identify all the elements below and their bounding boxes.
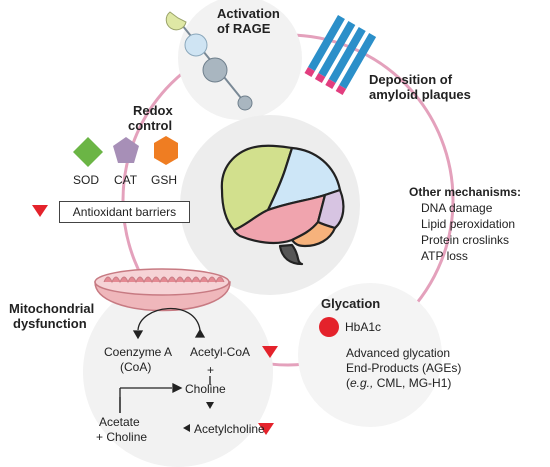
other-item-protein: Protein croslinks (421, 233, 510, 247)
acetate-line1: Acetate (99, 415, 140, 429)
choline-down-arrow (206, 402, 214, 409)
amyloid-plaques-icon (304, 15, 377, 96)
mito-reaction-arrows (119, 307, 211, 413)
coenzyme-a-line2: (CoA) (120, 360, 152, 374)
redox-title-line1: Redox (133, 103, 173, 118)
gsh-hexagon-icon (154, 136, 178, 165)
amyloid-title-line2: amyloid plaques (369, 87, 471, 102)
brain-icon (220, 144, 345, 266)
ages-line3-open: ( (346, 376, 350, 390)
mito-title-line2: dysfunction (13, 316, 87, 331)
hba1c-marker-icon (319, 317, 339, 337)
redox-label-sod: SOD (73, 173, 100, 187)
rage-title-line1: Activation (217, 6, 280, 21)
mito-halo (83, 277, 273, 467)
redox-label-gsh: GSH (151, 173, 178, 187)
cat-pentagon-icon (113, 137, 139, 163)
ages-line2: End-Products (AGEs) (346, 361, 462, 375)
redox-label-cat: CAT (114, 173, 138, 187)
ages-line3-eg: e.g., (350, 376, 374, 390)
acetylcoa-down-icon (262, 346, 278, 358)
mitochondrion-icon (94, 268, 231, 312)
glycation-title: Glycation (321, 296, 381, 311)
antioxidant-barriers-box: Antioxidant barriers (59, 201, 190, 223)
other-item-lipid: Lipid peroxidation (421, 217, 516, 231)
other-item-atp: ATP loss (421, 249, 468, 263)
antioxidant-down-icon (32, 205, 48, 217)
coenzyme-a-line1: Coenzyme A (104, 345, 173, 359)
acetylcholine-left-arrow (183, 424, 190, 432)
rage-title-line2: of RAGE (217, 21, 271, 36)
plus-sign: + (207, 363, 215, 377)
rage-receptor-icon (165, 11, 253, 111)
hba1c-label: HbA1c (345, 320, 382, 334)
other-item-dna: DNA damage (421, 201, 493, 215)
redox-title-line2: control (128, 118, 173, 133)
mito-title-line1: Mitochondrial (9, 301, 95, 316)
acetate-line2: + Choline (96, 430, 148, 444)
acetyl-coa-label: Acetyl-CoA (190, 345, 251, 359)
rage-halo (178, 0, 302, 120)
amyloid-title-line1: Deposition of (369, 72, 453, 87)
sod-diamond-icon (73, 137, 103, 167)
other-mechanisms-title: Other mechanisms: (409, 185, 522, 199)
choline-label: Choline (185, 382, 226, 396)
ages-line3-rest: CML, MG-H1) (373, 376, 452, 390)
ages-line3: (e.g., CML, MG-H1) (346, 376, 451, 390)
acetylcholine-label: Acetylcholine (194, 422, 265, 436)
ages-line1: Advanced glycation (346, 346, 451, 360)
acetylcholine-down-icon (258, 423, 274, 435)
